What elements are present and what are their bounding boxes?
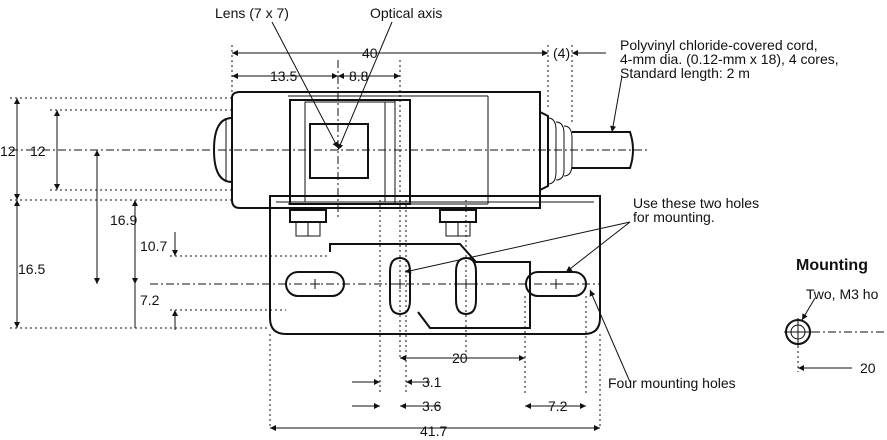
dim-12-inner: 12 xyxy=(30,143,46,159)
dim-40: 40 xyxy=(362,45,378,61)
dim-4: (4) xyxy=(553,45,570,61)
cord-label-2: 4-mm dia. (0.12-mm x 18), 4 cores, xyxy=(620,51,839,67)
optical-axis-label: Optical axis xyxy=(370,5,442,21)
extension-lines xyxy=(10,45,601,428)
dim-3-6: 3.6 xyxy=(422,398,442,414)
sensor-body xyxy=(212,91,634,209)
cord-label-3: Standard length: 2 m xyxy=(620,65,750,81)
dim-41-7: 41.7 xyxy=(420,423,447,439)
dim-13-5: 13.5 xyxy=(270,68,297,84)
dim-20-detail: 20 xyxy=(860,360,876,376)
dim-16-5: 16.5 xyxy=(18,261,45,277)
dim-7-2-bottom: 7.2 xyxy=(548,398,568,414)
center-lines xyxy=(10,60,650,395)
two-m3-label: Two, M3 ho xyxy=(806,286,879,302)
dim-7-2-left: 7.2 xyxy=(140,292,160,308)
four-holes-label: Four mounting holes xyxy=(608,375,736,391)
holes-label-2: for mounting. xyxy=(633,209,715,225)
dimension-lines xyxy=(14,50,606,431)
cord-label-1: Polyvinyl chloride-covered cord, xyxy=(620,37,818,53)
mounting-title: Mounting xyxy=(796,257,868,274)
dim-10-7: 10.7 xyxy=(140,238,167,254)
screw-right xyxy=(439,209,477,237)
dim-16-9: 16.9 xyxy=(110,212,137,228)
screw-left xyxy=(289,209,327,237)
leader-lines xyxy=(271,21,631,383)
dim-20: 20 xyxy=(452,350,468,366)
dim-3-1: 3.1 xyxy=(422,374,442,390)
slot-center-right xyxy=(455,256,477,316)
mounting-holes-detail xyxy=(784,297,887,372)
dim-8-8: 8.8 xyxy=(349,68,369,84)
holes-label-1: Use these two holes xyxy=(633,195,759,211)
slot-center-left xyxy=(389,256,411,316)
lens-label: Lens (7 x 7) xyxy=(215,5,289,21)
dim-12-outer: 12 xyxy=(0,143,16,159)
